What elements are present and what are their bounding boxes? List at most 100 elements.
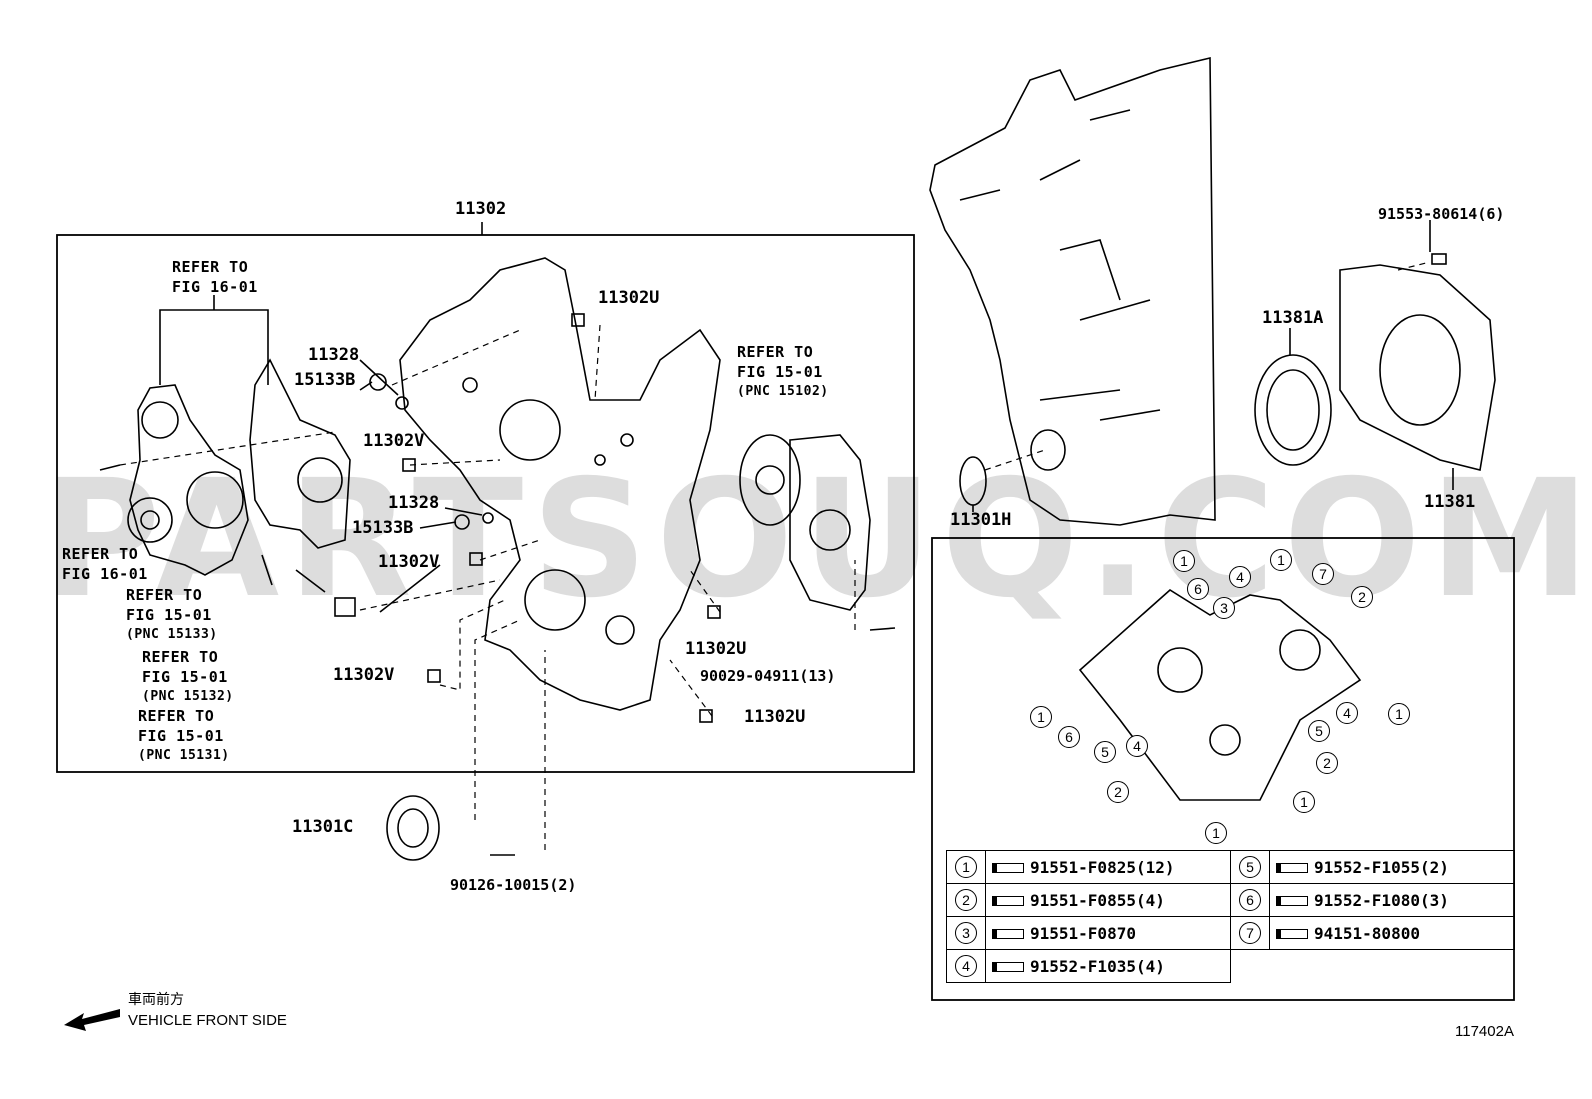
legend-marker-6: 6 <box>1239 889 1261 911</box>
legend-right-part-cell: 94151-80800 <box>1269 916 1515 950</box>
bolt-icon <box>1276 863 1308 873</box>
part-11302V-c[interactable]: 11302V <box>333 665 395 685</box>
vehicle-front-arrow-icon <box>64 1009 120 1031</box>
bolt-marker-7[interactable]: 7 <box>1312 563 1334 585</box>
legend-row: 2 91551-F0855(4) 6 91552-F1080(3) <box>946 883 1515 917</box>
legend-left-part-cell: 91552-F1035(4) <box>985 949 1231 983</box>
bolt-marker-1[interactable]: 1 <box>1293 791 1315 813</box>
group-11302-box <box>56 234 915 773</box>
ref-fig15-b-pnc: (PNC 15132) <box>142 689 234 704</box>
legend-row: 1 91551-F0825(12) 5 91552-F1055(2) <box>946 850 1515 884</box>
oring-11301H <box>959 456 987 506</box>
bolt-marker-2[interactable]: 2 <box>1107 781 1129 803</box>
legend-part-number[interactable]: 91552-F1080(3) <box>1314 890 1449 910</box>
seal-11301C <box>386 795 440 861</box>
bolt-marker-4[interactable]: 4 <box>1229 566 1251 588</box>
legend-part-number[interactable]: 91551-F0825(12) <box>1030 857 1175 877</box>
legend-right-num-cell: 7 <box>1230 916 1270 950</box>
ref-fig16-left: REFER TO FIG 16-01 <box>62 544 148 584</box>
ref-fig16-top: REFER TO FIG 16-01 <box>172 257 258 297</box>
legend-left-part-cell: 91551-F0855(4) <box>985 883 1231 917</box>
bolt-marker-1[interactable]: 1 <box>1270 549 1292 571</box>
gasket-shape <box>249 358 351 549</box>
bolt-icon <box>992 896 1024 906</box>
retainer-11381 <box>1339 264 1496 471</box>
ref-fig15-d: REFER TO FIG 15-01 (PNC 15102) <box>737 342 829 402</box>
ref-fig15-b-l1: REFER TO <box>142 648 219 666</box>
bolt-marker-6[interactable]: 6 <box>1187 578 1209 600</box>
ref-fig15-a-l2: FIG 15-01 <box>126 606 212 624</box>
ref-fig15-a: REFER TO FIG 15-01 (PNC 15133) <box>126 585 218 645</box>
ref-fig15-d-pnc: (PNC 15102) <box>737 384 829 399</box>
bolt-marker-4[interactable]: 4 <box>1336 702 1358 724</box>
ref-fig16-left-l1: REFER TO <box>62 545 139 563</box>
legend-left-num-cell: 3 <box>946 916 986 950</box>
bolt-marker-6[interactable]: 6 <box>1058 726 1080 748</box>
ref-fig16-left-l2: FIG 16-01 <box>62 565 148 583</box>
part-11328-b[interactable]: 11328 <box>388 493 440 513</box>
bolt-marker-1[interactable]: 1 <box>1173 550 1195 572</box>
legend-marker-4: 4 <box>955 955 977 977</box>
legend-right-part-cell: 91552-F1080(3) <box>1269 883 1515 917</box>
part-90126-10015[interactable]: 90126-10015(2) <box>450 876 577 894</box>
legend-marker-5: 5 <box>1239 856 1261 878</box>
legend-marker-7: 7 <box>1239 922 1261 944</box>
part-11302V-b[interactable]: 11302V <box>378 552 440 572</box>
ref-fig16-top-l1: REFER TO <box>172 258 249 276</box>
legend-marker-3: 3 <box>955 922 977 944</box>
legend-marker-2: 2 <box>955 889 977 911</box>
timing-cover-shape <box>399 257 721 711</box>
legend-part-number[interactable]: 94151-80800 <box>1314 923 1420 943</box>
bolt-marker-5[interactable]: 5 <box>1094 741 1116 763</box>
legend-right-part-cell: 91552-F1055(2) <box>1269 850 1515 884</box>
part-11381[interactable]: 11381 <box>1424 492 1476 512</box>
legend-row: 3 91551-F0870 7 94151-80800 <box>946 916 1515 950</box>
ref-fig15-c-l1: REFER TO <box>138 707 215 725</box>
legend-part-number[interactable]: 91551-F0855(4) <box>1030 890 1165 910</box>
bolt-marker-4[interactable]: 4 <box>1126 735 1148 757</box>
bolt-icon <box>992 929 1024 939</box>
bolt-marker-5[interactable]: 5 <box>1308 720 1330 742</box>
part-11301C[interactable]: 11301C <box>292 817 354 837</box>
legend-right-num-cell <box>1231 950 1270 983</box>
part-11302U-b[interactable]: 11302U <box>685 639 747 659</box>
bolt-marker-3[interactable]: 3 <box>1213 597 1235 619</box>
ref-fig15-a-pnc: (PNC 15133) <box>126 627 218 642</box>
part-11328-a[interactable]: 11328 <box>308 345 360 365</box>
part-11302U-a[interactable]: 11302U <box>598 288 660 308</box>
ref-fig15-a-l1: REFER TO <box>126 586 203 604</box>
figure-code: 117402A <box>1455 1023 1514 1040</box>
inset-box <box>931 537 1515 1001</box>
bolt-icon <box>992 962 1024 972</box>
bolt-marker-1[interactable]: 1 <box>1030 706 1052 728</box>
legend-part-number[interactable]: 91552-F1035(4) <box>1030 956 1165 976</box>
group-label-11302: 11302 <box>455 199 507 219</box>
legend-right-num-cell: 6 <box>1230 883 1270 917</box>
legend-part-number[interactable]: 91551-F0870 <box>1030 923 1136 943</box>
ref-fig15-d-l2: FIG 15-01 <box>737 363 823 381</box>
part-15133B-a[interactable]: 15133B <box>294 370 356 390</box>
legend-row: 4 91552-F1035(4) <box>946 949 1515 983</box>
part-11381A[interactable]: 11381A <box>1262 308 1324 328</box>
ref-fig15-b-l2: FIG 15-01 <box>142 668 228 686</box>
part-90029-04911[interactable]: 90029-04911(13) <box>700 667 836 685</box>
bolt-marker-2[interactable]: 2 <box>1316 752 1338 774</box>
part-15133B-b[interactable]: 15133B <box>352 518 414 538</box>
part-91553-80614[interactable]: 91553-80614(6) <box>1378 205 1505 223</box>
part-11301H[interactable]: 11301H <box>950 510 1012 530</box>
part-11302U-c[interactable]: 11302U <box>744 707 806 727</box>
legend-left-num-cell: 4 <box>946 949 986 983</box>
bolt-marker-1[interactable]: 1 <box>1205 822 1227 844</box>
bolt-icon <box>1276 929 1308 939</box>
bolt-icon <box>992 863 1024 873</box>
bolt-marker-1[interactable]: 1 <box>1388 703 1410 725</box>
legend-right-part-cell <box>1270 950 1515 983</box>
bolt-marker-2[interactable]: 2 <box>1351 586 1373 608</box>
ref-fig15-c: REFER TO FIG 15-01 (PNC 15131) <box>138 706 230 766</box>
legend-marker-1: 1 <box>955 856 977 878</box>
engine-block-shape <box>929 56 1216 526</box>
part-11302V-a[interactable]: 11302V <box>363 431 425 451</box>
legend-left-num-cell: 1 <box>946 850 986 884</box>
legend-part-number[interactable]: 91552-F1055(2) <box>1314 857 1449 877</box>
